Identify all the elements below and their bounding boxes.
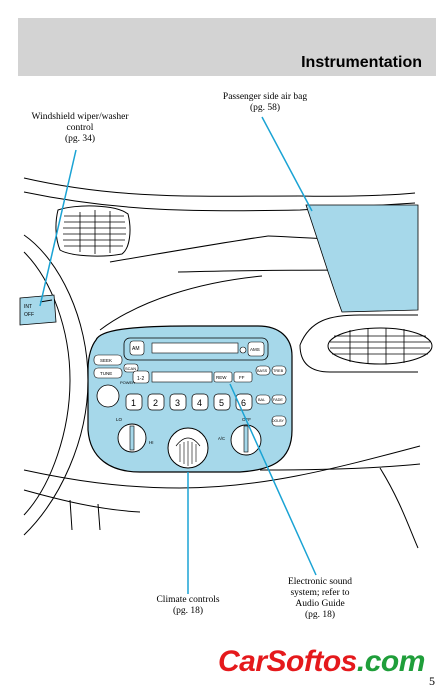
audio-callout: Electronic sound system; refer to Audio … [270, 577, 370, 621]
wiper-stalk[interactable]: INT OFF [19, 294, 57, 326]
preset-button-2[interactable] [147, 393, 165, 411]
climate-callout-page: (pg. 18) [172, 606, 204, 616]
ff-label: FF [239, 375, 245, 380]
page-title: Instrumentation [301, 54, 422, 71]
airbag-callout-line1: Passenger side air bag [222, 92, 308, 102]
preset-button-1[interactable] [125, 393, 143, 411]
audio-leader-line [229, 383, 317, 576]
audio-callout-page: (pg. 18) [304, 610, 336, 620]
wiper-callout: Windshield wiper/washer control (pg. 34) [14, 112, 146, 145]
tune-button[interactable] [93, 367, 123, 379]
brand-part2: .com [356, 645, 426, 678]
rew-button[interactable] [213, 371, 233, 383]
wiper-leader-line [39, 149, 77, 307]
scan-button[interactable] [123, 363, 139, 373]
side-button[interactable] [132, 370, 150, 384]
seek-button[interactable] [93, 354, 123, 366]
climate-controls: LO HI OFF A/C [116, 417, 262, 469]
scan-label: SCAN [125, 366, 136, 371]
tune-label: TUNE [100, 371, 112, 376]
audio-callout-line2: system; refer to [290, 588, 350, 598]
stalk-off-label: OFF [24, 312, 34, 318]
bass-button[interactable] [255, 365, 271, 376]
preset-6-label: 6 [241, 398, 246, 408]
volume-knob[interactable] [96, 384, 120, 408]
eject-button[interactable] [239, 346, 247, 354]
treb-label: TREB [273, 369, 284, 373]
left-air-vent [55, 205, 131, 257]
treb-button[interactable] [271, 365, 287, 376]
audio-callout-line3: Audio Guide [295, 599, 345, 609]
dolby-button[interactable] [271, 415, 287, 427]
wiper-callout-page: (pg. 34) [64, 134, 96, 144]
am-label: AM [132, 346, 140, 352]
climate-callout-line1: Climate controls [156, 595, 220, 605]
preset-4-label: 4 [197, 398, 202, 408]
bal-label: BAL [258, 398, 265, 402]
seek-label: SEEK [100, 358, 112, 363]
airbag-panel [305, 204, 419, 313]
power-label: POWER [120, 380, 135, 385]
preset-2-label: 2 [153, 398, 158, 408]
brand-part1: CarSoftos [218, 645, 357, 678]
fan-lo-label: LO [116, 417, 123, 422]
wiper-callout-line1: Windshield wiper/washer [31, 112, 129, 122]
header-bar: Instrumentation [18, 18, 436, 76]
audio-callout-line1: Electronic sound [287, 577, 353, 587]
preset-button-3[interactable] [169, 393, 187, 411]
preset-button-5[interactable] [213, 393, 231, 411]
fan-hi-label: HI [149, 440, 154, 445]
wiper-callout-line2: control [66, 123, 94, 133]
airbag-callout-page: (pg. 58) [249, 103, 281, 113]
am-button[interactable] [129, 340, 145, 356]
cassette-slot [151, 342, 239, 354]
page-number: 5 [429, 674, 435, 688]
stalk-int-label: INT [24, 304, 32, 310]
bass-label: BASS [257, 369, 268, 373]
brand-watermark: CarSoftos.com [218, 645, 425, 679]
dolby-label: DOLBY [272, 419, 285, 423]
preset-buttons: 1 2 3 4 5 6 [125, 393, 253, 411]
right-air-vent [327, 327, 433, 365]
radio-display [151, 371, 213, 383]
fade-label: FADE [273, 398, 283, 402]
ac-label: A/C [218, 436, 225, 441]
airbag-leader-line [261, 116, 313, 212]
preset-3-label: 3 [175, 398, 180, 408]
airbag-callout: Passenger side air bag (pg. 58) [200, 92, 330, 114]
bal-button[interactable] [255, 394, 271, 405]
preset-button-4[interactable] [191, 393, 209, 411]
rew-label: REW [216, 375, 227, 380]
audio-system: AM AMS SEEK SCAN TUNE POWER 1-2 REW FF 1… [93, 337, 287, 427]
ams-label: AMS [250, 347, 260, 352]
svg-text:1-2: 1-2 [137, 376, 144, 382]
leader-lines [39, 116, 317, 594]
preset-1-label: 1 [131, 398, 136, 408]
preset-5-label: 5 [219, 398, 224, 408]
fade-button[interactable] [271, 394, 287, 405]
ff-button[interactable] [233, 371, 253, 383]
climate-callout: Climate controls (pg. 18) [138, 595, 238, 617]
ams-button[interactable] [247, 341, 265, 357]
